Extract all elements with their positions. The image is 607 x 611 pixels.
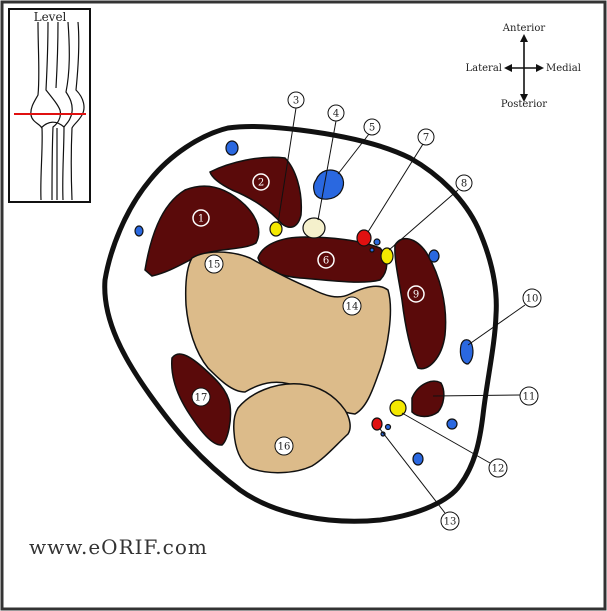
- label-12: 12: [488, 458, 508, 478]
- label-5: 5: [363, 118, 381, 136]
- leader-7: [367, 143, 424, 233]
- vein-10: [459, 339, 474, 365]
- svg-text:13: 13: [444, 517, 457, 528]
- leader-12: [401, 412, 491, 464]
- leader-11: [432, 394, 521, 397]
- vein-7b: [369, 247, 375, 253]
- svg-text:17: 17: [195, 393, 208, 404]
- label-9: 9: [407, 285, 425, 303]
- label-3: 3: [287, 91, 305, 109]
- svg-text:11: 11: [523, 392, 536, 403]
- leader-8: [388, 189, 459, 251]
- artery-13: [371, 417, 383, 431]
- svg-text:9: 9: [413, 290, 419, 301]
- leader-3: [277, 107, 297, 224]
- label-13: 13: [440, 511, 460, 531]
- label-14: 14: [342, 296, 362, 316]
- vein-deep-2: [412, 452, 424, 466]
- svg-text:7: 7: [423, 133, 429, 144]
- vein-superficial-1: [225, 140, 239, 156]
- label-2: 2: [252, 173, 270, 191]
- vein-deep-1: [446, 418, 458, 430]
- vein-13a: [384, 423, 392, 431]
- vessels: [134, 140, 474, 466]
- svg-text:12: 12: [492, 464, 505, 475]
- vein-lateral: [428, 249, 440, 263]
- label-17: 17: [191, 387, 211, 407]
- level-inset: Level: [8, 8, 91, 203]
- label-10: 10: [522, 288, 542, 308]
- compass-medial: Medial: [546, 63, 581, 74]
- nerve-3: [269, 221, 283, 237]
- label-4: 4: [327, 104, 345, 122]
- vein-13b: [380, 431, 386, 437]
- bones: [184, 251, 392, 474]
- muscle-9: [394, 237, 447, 370]
- level-title: Level: [34, 10, 67, 24]
- svg-text:8: 8: [461, 179, 467, 190]
- nerve-8: [380, 247, 394, 265]
- label-11: 11: [519, 386, 539, 406]
- number-labels: 1 2 3 4 5 6 7 8: [191, 91, 542, 531]
- compass: Anterior Posterior Lateral Medial: [466, 23, 581, 110]
- vein-superficial-2: [134, 225, 144, 237]
- arrow-left-icon: [504, 64, 512, 72]
- label-7: 7: [417, 128, 435, 146]
- svg-text:15: 15: [208, 260, 221, 271]
- arrow-up-icon: [520, 34, 528, 42]
- bone-tibia: [184, 251, 392, 415]
- label-15: 15: [204, 254, 224, 274]
- svg-text:6: 6: [323, 256, 329, 267]
- leader-5: [337, 133, 370, 175]
- level-inset-box: [8, 8, 91, 203]
- label-6: 6: [317, 251, 335, 269]
- bone-fibula: [233, 383, 351, 474]
- vein-5: [313, 169, 345, 200]
- svg-text:5: 5: [369, 123, 375, 134]
- vein-7a: [373, 238, 381, 246]
- nerve-12: [389, 399, 407, 417]
- svg-text:4: 4: [333, 109, 339, 120]
- leader-13: [379, 428, 446, 514]
- svg-text:16: 16: [278, 442, 291, 453]
- tendon-4: [302, 217, 326, 239]
- muscle-11: [411, 380, 445, 418]
- svg-text:14: 14: [346, 302, 359, 313]
- svg-text:1: 1: [198, 214, 204, 225]
- label-1: 1: [192, 209, 210, 227]
- compass-lateral: Lateral: [466, 63, 502, 74]
- label-16: 16: [274, 436, 294, 456]
- artery-7: [356, 229, 372, 247]
- arrow-right-icon: [536, 64, 544, 72]
- leader-4: [317, 120, 337, 221]
- leader-10: [467, 304, 526, 346]
- compass-anterior: Anterior: [502, 23, 546, 34]
- label-8: 8: [455, 174, 473, 192]
- leader-lines: [277, 107, 526, 514]
- svg-text:2: 2: [258, 178, 264, 189]
- svg-text:10: 10: [526, 294, 539, 305]
- svg-text:3: 3: [293, 96, 299, 107]
- watermark-text: www.eORIF.com: [29, 535, 208, 559]
- compass-posterior: Posterior: [501, 99, 547, 110]
- arrow-down-icon: [520, 94, 528, 102]
- muscle-2: [209, 156, 303, 228]
